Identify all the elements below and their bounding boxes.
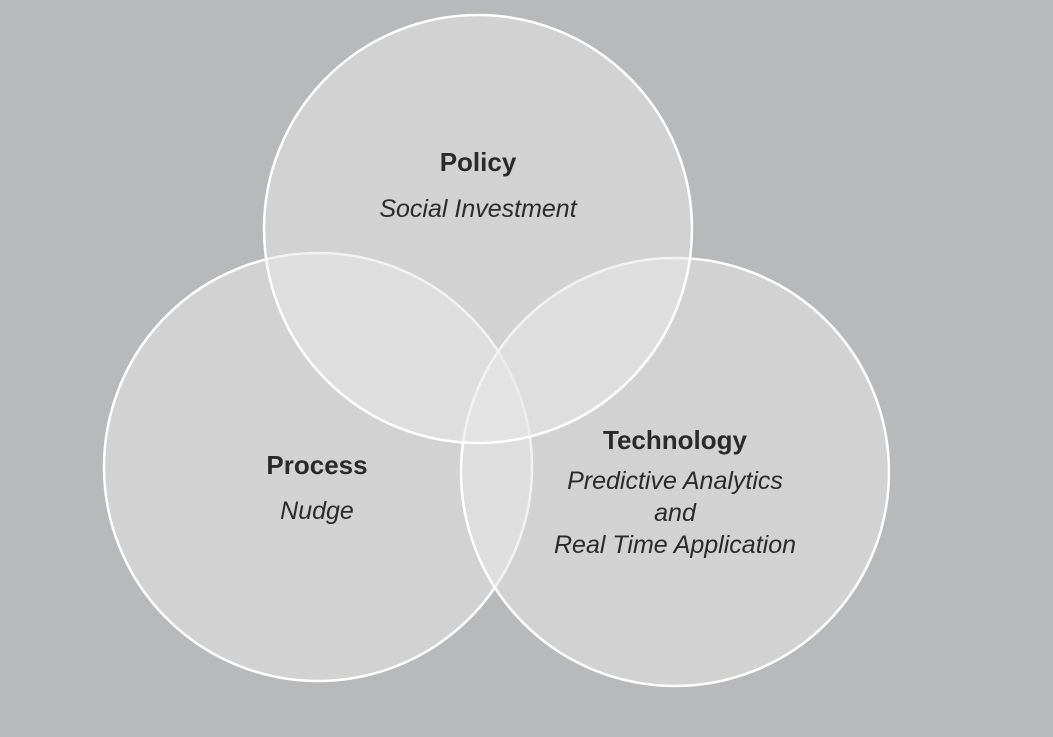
policy-label: Policy Social Investment bbox=[379, 147, 576, 225]
process-subtitle: Nudge bbox=[280, 497, 354, 525]
technology-subtitle-line-3: Real Time Application bbox=[553, 531, 797, 559]
process-title: Process bbox=[266, 450, 368, 480]
technology-title: Technology bbox=[603, 425, 747, 455]
policy-circle bbox=[262, 13, 694, 445]
policy-subtitle: Social Investment bbox=[379, 195, 577, 223]
policy-title: Policy bbox=[439, 147, 517, 177]
technology-label: Technology Predictive Analytics and Real… bbox=[554, 425, 796, 561]
technology-subtitle-line-2: and bbox=[654, 499, 696, 527]
technology-subtitle-line-1: Predictive Analytics bbox=[567, 467, 783, 495]
process-label: Process Nudge bbox=[266, 450, 367, 527]
